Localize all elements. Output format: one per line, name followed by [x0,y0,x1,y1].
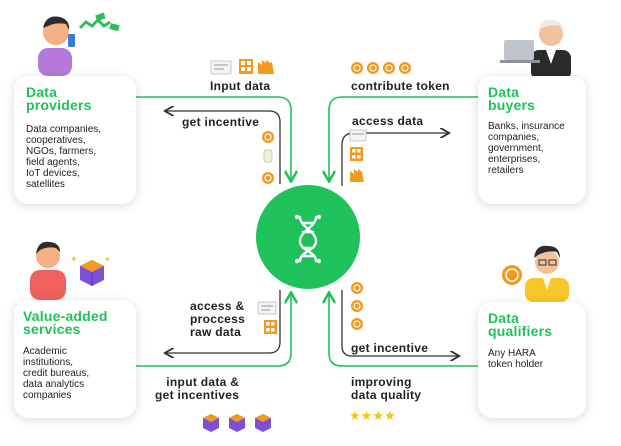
arrow-get-incentive-left [166,111,281,184]
jar-icon [263,149,273,163]
card-title: Data providers [26,84,92,113]
data-providers-card: Data providers Data companies, cooperati… [14,76,136,204]
arrow-improving-quality [329,294,478,367]
arrow-access-process [166,290,281,353]
grid-data-icon [264,320,277,334]
token-icon [351,282,363,294]
document-icon [210,60,232,75]
arrow-get-incentive-right [341,290,458,356]
token-icon [351,300,363,312]
svg-text:✦: ✦ [104,255,111,264]
provider-person-icon [38,12,120,76]
token-icon [351,318,363,330]
label-get-incentive-left: get incentive [182,115,260,129]
arrow-input-data [136,96,291,180]
document-icon [349,129,367,142]
qualifier-person-icon [502,245,569,302]
factory-icon [258,60,274,74]
card-title: Value-added services [23,308,108,337]
card-title: Data buyers [488,84,536,113]
document-icon [257,301,277,315]
buyer-person-icon [500,19,571,80]
data-buyers-card: Data buyers Banks, insurance companies, … [478,76,586,204]
hara-hub [256,185,360,289]
grid-data-icon [350,147,363,161]
data-qualifiers-card: Data qualifiers Any HARA token holder [478,302,586,418]
svg-text:✦: ✦ [70,255,78,265]
token-row-icon [351,62,411,74]
card-title: Data qualifiers [488,310,553,339]
label-input-data: Input data [210,79,271,93]
token-icon [262,131,274,143]
label-improving-quality: improving data quality [351,375,422,402]
dna-icon [294,214,322,264]
label-get-incentive-right: get incentive [351,341,429,355]
cube-icon [203,414,219,432]
token-icon [262,172,274,184]
cube-icon [255,414,271,432]
card-body: Academic institutions, credit bureaus, d… [23,346,90,401]
cube-icon [229,414,245,432]
label-access-data: access data [352,114,424,128]
factory-icon [350,169,364,182]
card-body: Banks, insurance companies, government, … [488,121,565,176]
arrow-input-get-incentives [136,294,291,367]
value-added-services-card: Value-added services Academic institutio… [14,300,136,418]
card-body: Data companies, cooperatives, NGOs, farm… [26,124,102,190]
card-body: Any HARA token holder [488,348,544,370]
label-access-process: access & proccess raw data [190,299,246,339]
grid-data-icon [239,59,253,74]
value-added-person-icon: ✦ ✦ [30,241,111,300]
star-rating: ★★★★ [349,408,396,423]
arrow-contribute-token [329,96,478,180]
label-input-get-incentives: input data & get incentives [155,375,240,402]
label-contribute-token: contribute token [351,79,450,93]
